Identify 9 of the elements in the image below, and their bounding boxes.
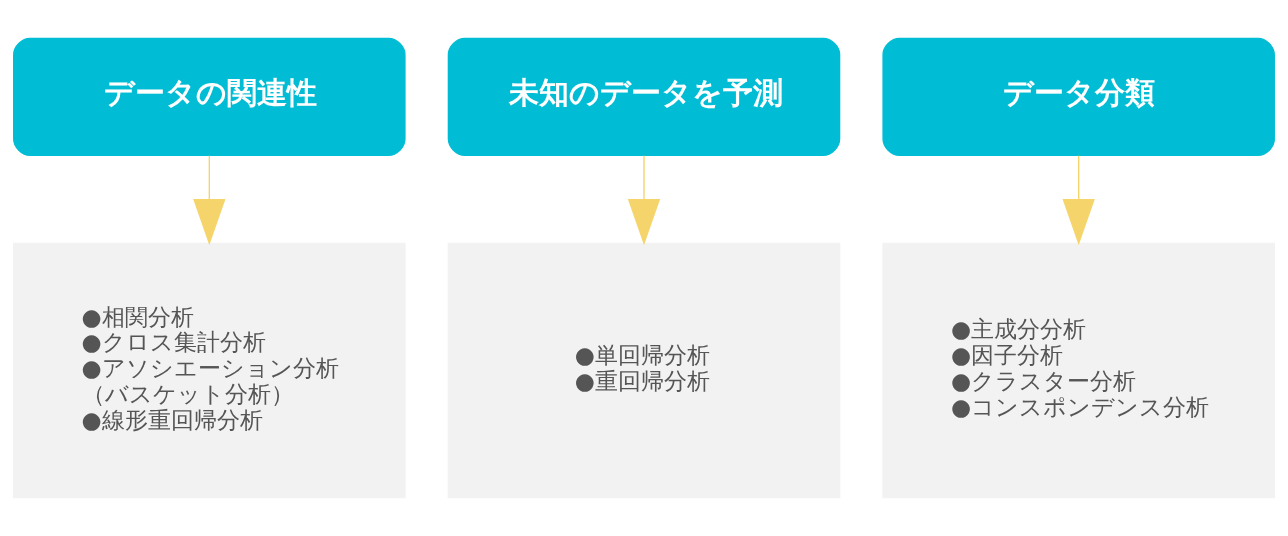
node-box: データ分類 [882,37,1275,156]
arrow [627,155,661,246]
node-box: ●単回帰分析 ●重回帰分析 [447,242,841,499]
node-box: データの関連性 [13,37,406,156]
node-box: ●相関分析 ●クロス集計分析 ●アソシエーション分析（バスケット分析） ●線形重回帰分析 [13,242,406,499]
arrow [1062,155,1095,246]
node-box: ●主成分分析 ●因子分析 ●クラスター分析 ●コンスポンデンス分析 [882,242,1275,499]
arrow [193,155,226,246]
node-box: 未知のデータを予測 [447,37,841,156]
